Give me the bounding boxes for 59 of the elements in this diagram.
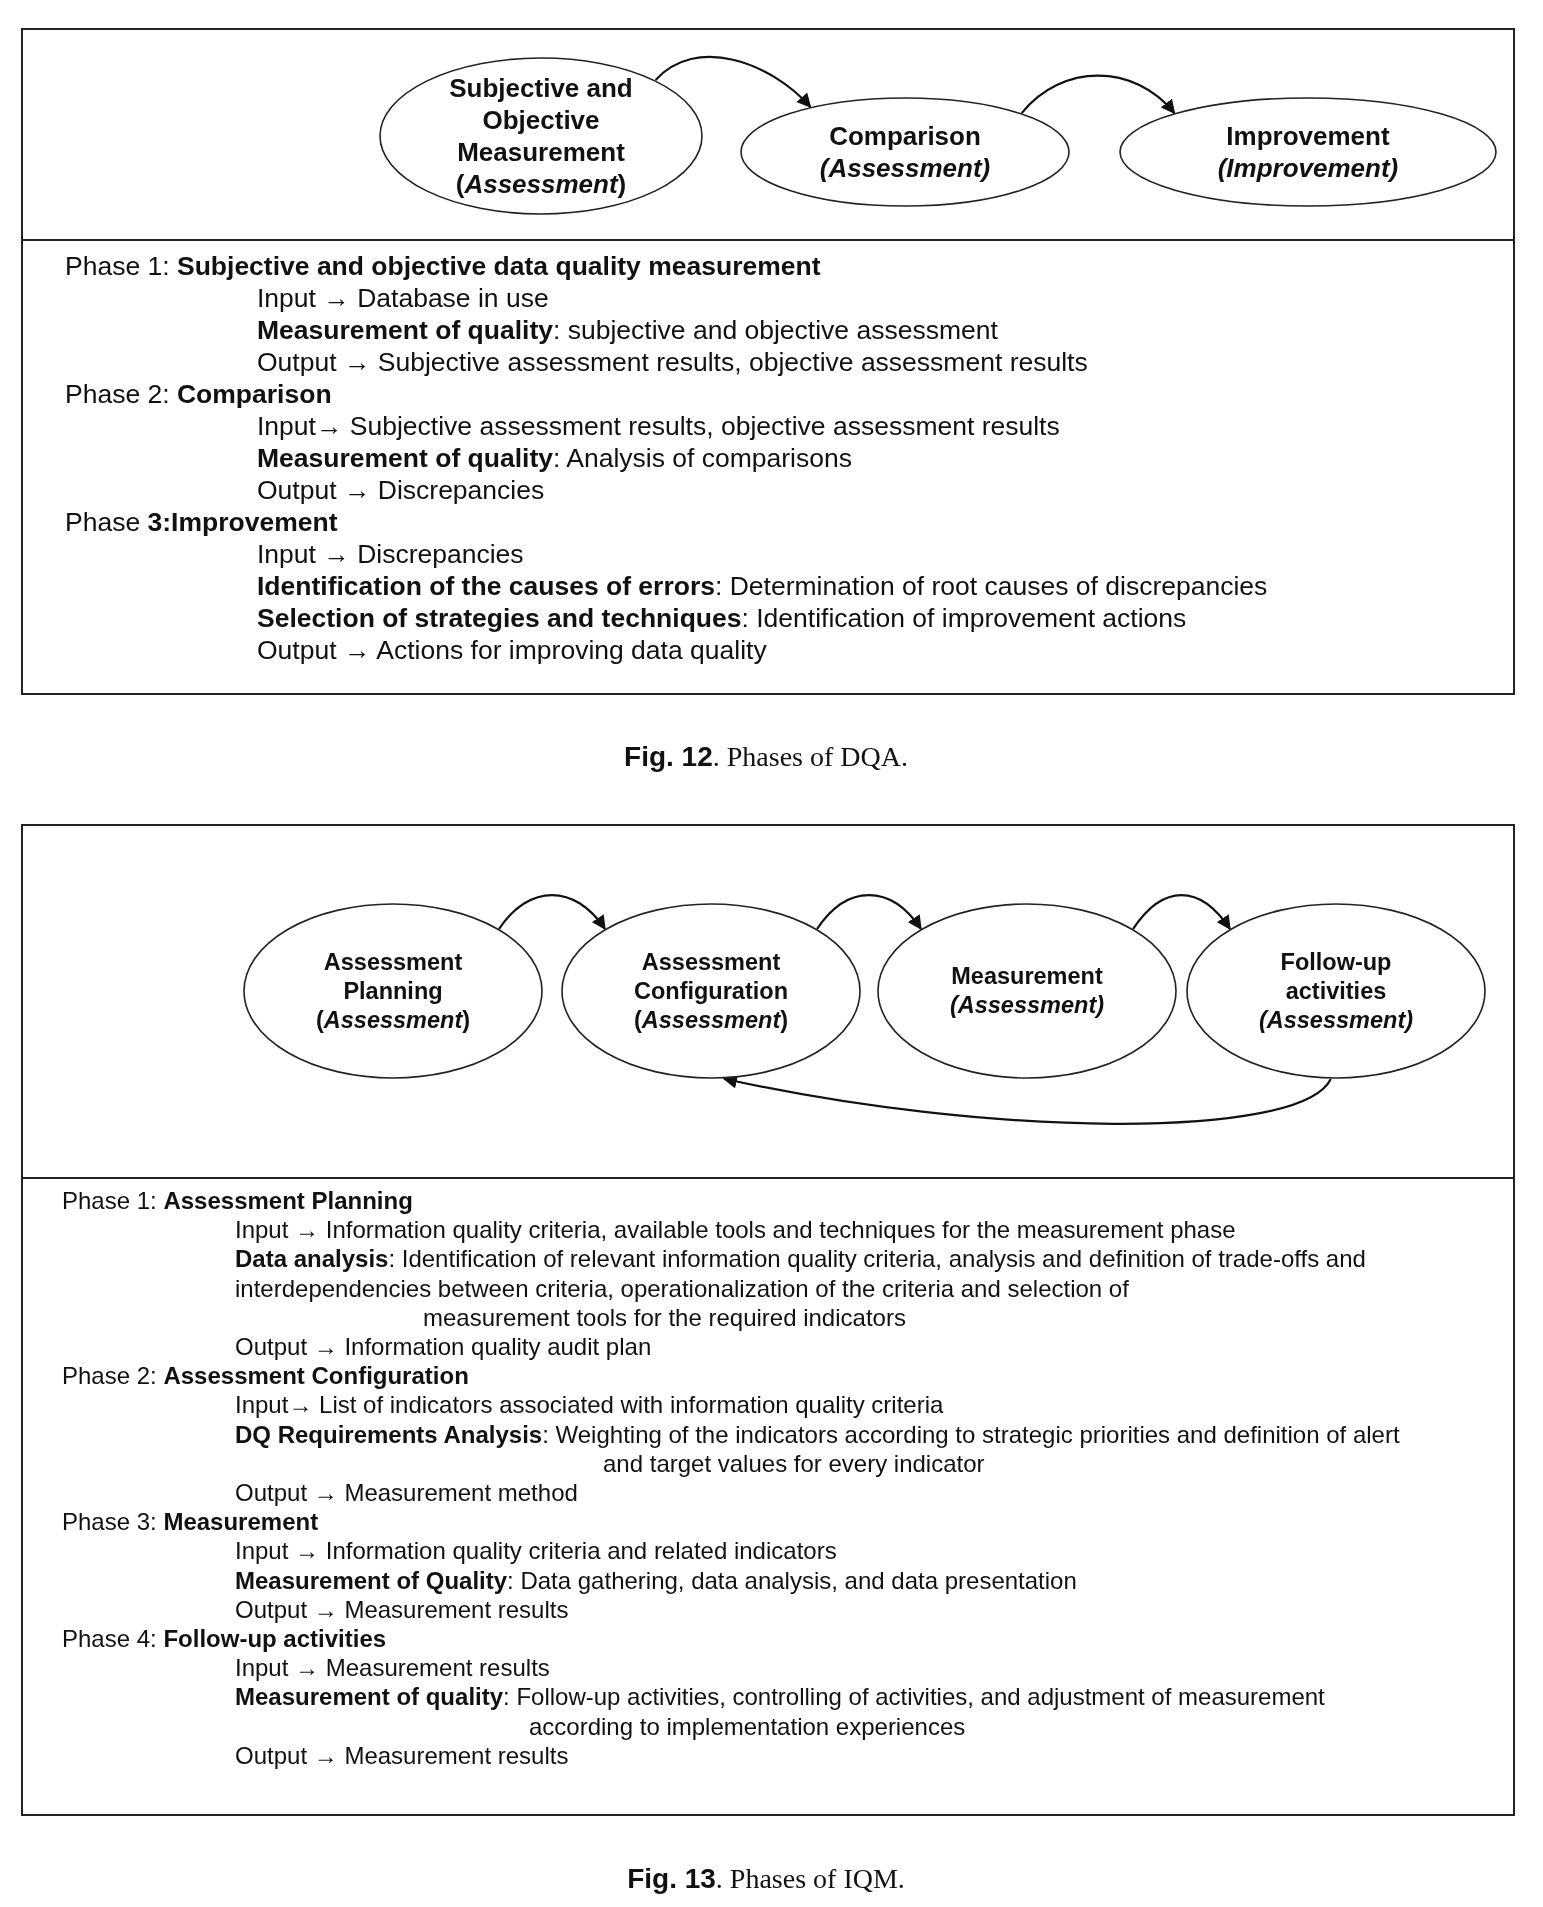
phase-ellipse [740,97,1070,207]
phase-title: Follow-up activities [1279,947,1393,1006]
phase-detail: Output → Measurement method [234,1478,579,1508]
figure-caption: Fig. 13. Phases of IQM. [627,1863,905,1895]
phase-category: (Assessment) [1258,1005,1414,1035]
figure-caption: Fig. 12. Phases of DQA. [624,741,908,773]
phase-ellipse [243,903,543,1079]
phase-detail: Output → Subjective assessment results, objective assessment results [256,346,1089,378]
phase-detail: Output → Discrepancies [256,474,546,506]
curved-arrow [1132,894,1231,930]
phase-detail: Input → Measurement results [234,1653,551,1683]
phase-category: (Assessment) [819,152,991,184]
curved-arrow [1020,74,1176,115]
phase-detail: Measurement of quality: subjective and objective assessment [256,314,999,346]
phase-title: Assessment Configuration [633,947,789,1006]
phase-detail: Measurement of Quality: Data gathering, data analysis, and data presentation [234,1565,1078,1595]
phase-title: Measurement [951,962,1103,991]
phase-detail: Input → Information quality criteria and related indicators [234,1536,838,1566]
figure-panel [21,28,1515,695]
phase-title: Comparison [829,120,981,152]
phase-detail: Measurement of quality: Analysis of comparisons [256,442,853,474]
phase-ellipse [379,57,703,215]
phase-category: (Assessment) [949,991,1105,1020]
phase-heading: Phase 4: Follow-up activities [61,1624,388,1654]
phase-detail: Selection of strategies and techniques: Identification of improvement actions [256,602,1188,634]
phase-ellipse [877,903,1177,1079]
phase-title: Subjective and Objective Measurement [448,72,634,168]
phase-heading: Phase 3: Measurement [61,1507,320,1537]
phase-detail: Input→ Subjective assessment results, objective assessment results [256,410,1061,442]
phase-detail: Data analysis: Identification of relevant information quality criteria, analysis and definition of trade-offs and interdependencies between criteria, operationalization of the criteria and selection of measurement tools for the required indicators [234,1244,1367,1332]
phase-category: (Assessment) [455,168,627,200]
phase-category: (Improvement) [1217,152,1399,184]
curved-arrow [654,55,812,108]
phase-detail: Output → Measurement results [234,1594,570,1625]
figure-panel [21,824,1515,1816]
phase-detail: DQ Requirements Analysis: Weighting of the indicators according to strategic priorities and definition of alert and target values for every indicator [234,1419,1400,1479]
phase-title: Assessment Planning [322,947,464,1006]
phase-detail: Measurement of quality: Follow-up activities, controlling of activities, and adjustment of measurement according to implementation experiences [234,1682,1326,1741]
phase-detail: Input→ List of indicators associated with information quality criteria [234,1390,945,1420]
phase-detail: Input → Information quality criteria, available tools and techniques for the measurement phase [234,1215,1237,1245]
phase-heading: Phase 2: Assessment Configuration [61,1361,470,1391]
phase-heading: Phase 3:Improvement [64,506,339,538]
phase-title: Improvement [1226,120,1390,152]
phase-ellipse [1186,903,1486,1079]
phase-detail: Identification of the causes of errors: Determination of root causes of discrepancies [256,570,1268,602]
phase-detail: Output → Actions for improving data quality [256,634,768,666]
phase-detail: Output → Measurement results [234,1740,570,1771]
phase-heading: Phase 2: Comparison [64,378,333,410]
phase-heading: Phase 1: Assessment Planning [61,1186,414,1216]
curved-arrow [498,893,606,930]
curved-arrow [816,894,922,930]
phase-category: (Assessment) [315,1005,471,1035]
phase-detail: Input → Discrepancies [256,538,525,570]
phase-detail: Output → Information quality audit plan [234,1332,653,1362]
phase-ellipse [561,903,861,1079]
phase-category: (Assessment) [633,1005,789,1035]
phase-heading: Phase 1: Subjective and objective data quality measurement [64,250,822,282]
phase-ellipse [1119,97,1497,207]
phase-detail: Input → Database in use [256,282,550,314]
